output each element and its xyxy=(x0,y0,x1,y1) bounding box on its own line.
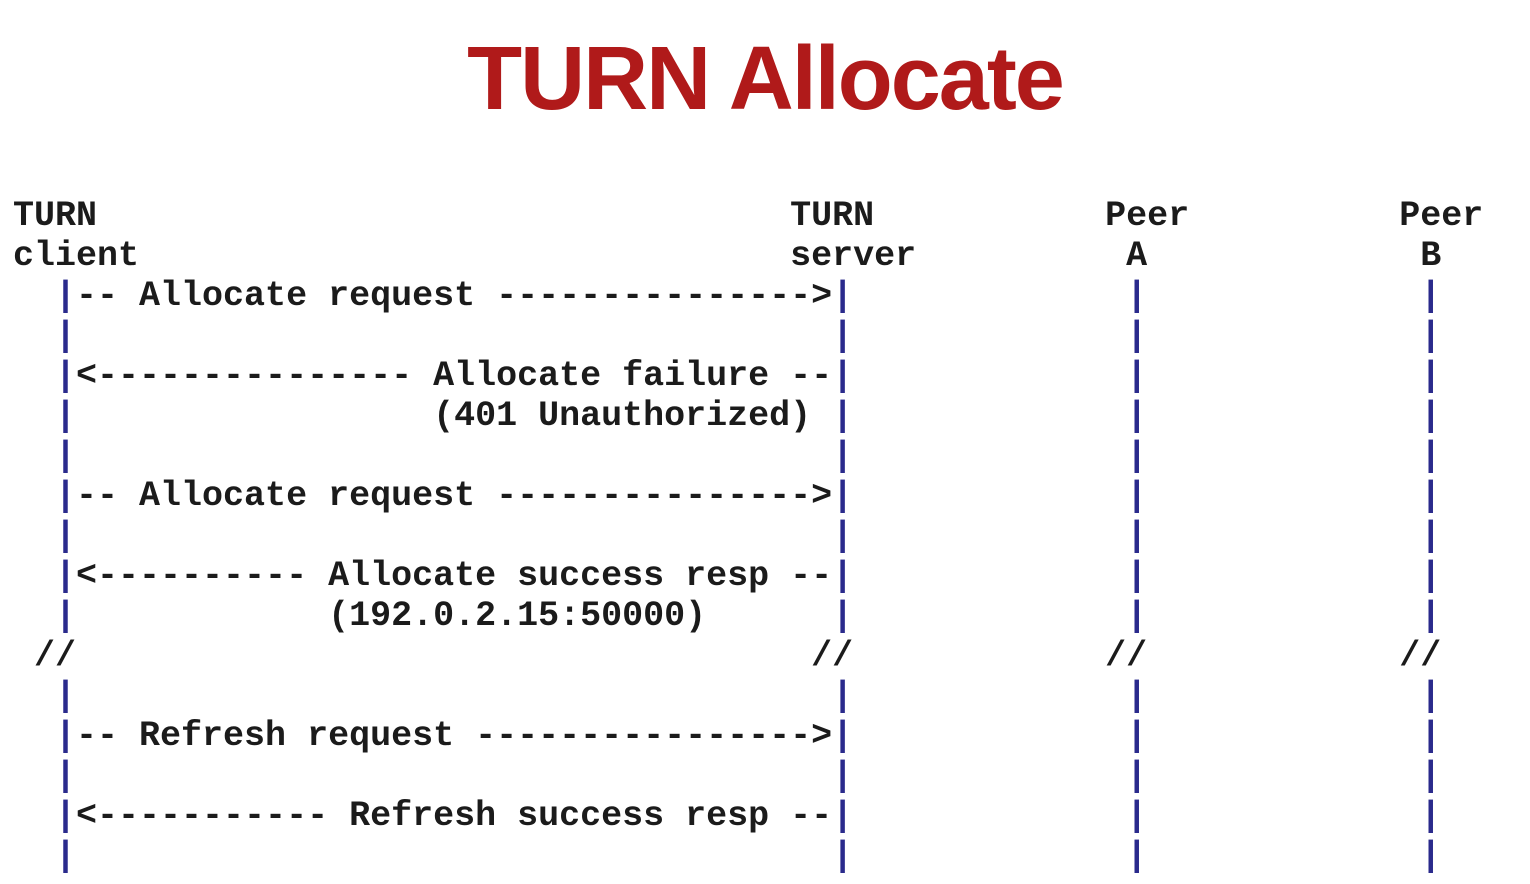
diagram-line: | (401 Unauthorized) | | | xyxy=(55,396,1442,436)
lifeline-pipe: | xyxy=(1420,316,1442,356)
lifeline-pipe: | xyxy=(1420,596,1442,636)
diagram-line: |<----------- Refresh success resp --| |… xyxy=(55,796,1442,836)
lifeline-pipe: | xyxy=(1126,276,1148,316)
lifeline-pipe: | xyxy=(832,476,854,516)
page-title: TURN Allocate xyxy=(467,29,1065,129)
lifeline-pipe: | xyxy=(55,756,77,796)
lifeline-pipe: | xyxy=(1126,716,1148,756)
lifeline-pipe: | xyxy=(55,396,77,436)
lifeline-pipe: | xyxy=(1126,556,1148,596)
lifeline-pipe: | xyxy=(1420,516,1442,556)
lifeline-pipe: | xyxy=(832,836,854,876)
lifeline-pipe: | xyxy=(832,516,854,556)
lifeline-pipe: | xyxy=(1420,396,1442,436)
lifeline-pipe: | xyxy=(55,716,77,756)
lifeline-pipe: | xyxy=(55,436,77,476)
lifeline-pipe: | xyxy=(832,356,854,396)
lifeline-pipe: | xyxy=(55,516,77,556)
lifeline-pipe: | xyxy=(832,756,854,796)
lifeline-pipe: | xyxy=(832,676,854,716)
lifeline-pipe: | xyxy=(1420,476,1442,516)
lifeline-pipe: | xyxy=(1420,796,1442,836)
lifeline-pipe: | xyxy=(832,396,854,436)
lifeline-pipe: | xyxy=(1420,716,1442,756)
diagram-line: | | | | xyxy=(13,436,1483,476)
lifeline-pipe: | xyxy=(1126,596,1148,636)
lifeline-pipe: | xyxy=(1126,316,1148,356)
lifeline-pipe: | xyxy=(832,556,854,596)
lifeline-pipe: | xyxy=(832,796,854,836)
lifeline-pipe: | xyxy=(1126,516,1148,556)
diagram-line: |-- Allocate request --------------->| |… xyxy=(55,476,1442,516)
lifeline-pipe: | xyxy=(1126,476,1148,516)
diagram-line: | | | | xyxy=(13,516,1483,556)
lifeline-pipe: | xyxy=(832,276,854,316)
diagram-line: | | | | xyxy=(13,836,1483,876)
diagram-line: | | | | xyxy=(13,756,1483,796)
lifeline-pipe: | xyxy=(832,436,854,476)
lifeline-pipe: | xyxy=(832,316,854,356)
lifeline-pipe: | xyxy=(1126,396,1148,436)
diagram-line: TURN TURN Peer Peer xyxy=(13,196,1484,236)
lifeline-pipe: | xyxy=(1420,556,1442,596)
lifeline-pipe: | xyxy=(1420,756,1442,796)
lifeline-pipe: | xyxy=(1126,836,1148,876)
lifeline-pipe: | xyxy=(55,556,77,596)
lifeline-pipe: | xyxy=(1126,436,1148,476)
lifeline-pipe: | xyxy=(55,316,77,356)
lifeline-pipe: | xyxy=(1420,676,1442,716)
lifeline-pipe: | xyxy=(1420,436,1442,476)
lifeline-pipe: | xyxy=(1126,796,1148,836)
diagram-line: client server A B xyxy=(13,236,1442,276)
diagram-line: | (192.0.2.15:50000) | | | xyxy=(55,596,1442,636)
lifeline-pipe: | xyxy=(1420,356,1442,396)
lifeline-pipe: | xyxy=(55,796,77,836)
lifeline-pipe: | xyxy=(1420,276,1442,316)
diagram-line: |<--------------- Allocate failure --| |… xyxy=(55,356,1442,396)
lifeline-pipe: | xyxy=(55,596,77,636)
diagram-line: |<---------- Allocate success resp --| |… xyxy=(55,556,1442,596)
lifeline-pipe: | xyxy=(1126,676,1148,716)
diagram-line: | | | | xyxy=(13,316,1483,356)
lifeline-pipe: | xyxy=(55,356,77,396)
diagram-line: |-- Refresh request ---------------->| |… xyxy=(55,716,1442,756)
lifeline-pipe: | xyxy=(55,476,77,516)
lifeline-pipe: | xyxy=(832,596,854,636)
diagram-line: | | | | xyxy=(13,676,1483,716)
lifeline-pipe: | xyxy=(55,676,77,716)
lifeline-pipe: | xyxy=(832,716,854,756)
lifeline-pipe: | xyxy=(55,276,77,316)
lifeline-pipe: | xyxy=(1126,356,1148,396)
lifeline-pipe: | xyxy=(1420,836,1442,876)
lifeline-pipe: | xyxy=(1126,756,1148,796)
diagram-line: // // // // xyxy=(13,636,1442,676)
diagram-line: |-- Allocate request --------------->| |… xyxy=(55,276,1442,316)
lifeline-pipe: | xyxy=(55,836,77,876)
